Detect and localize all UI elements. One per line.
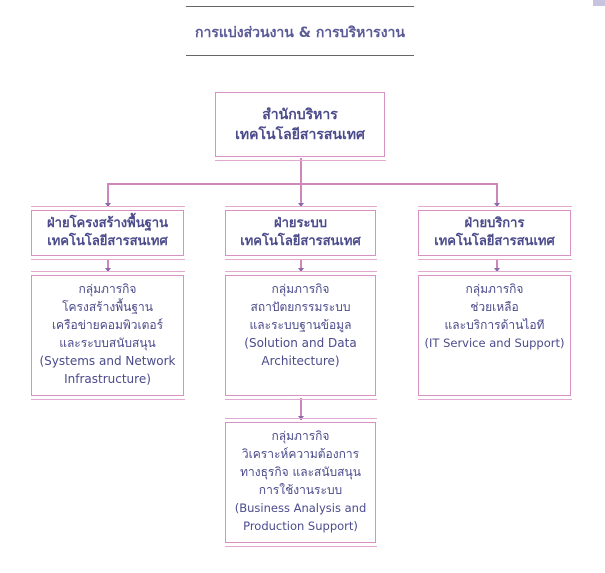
group-line: กลุ่มภารกิจ xyxy=(465,282,524,296)
group-line: ทางธุรกิจ และสนับสนุน xyxy=(240,465,361,479)
group-box-systems-network: กลุ่มภารกิจ โครงสร้างพื้นฐาน เครือข่ายคอ… xyxy=(30,271,185,400)
arrow-icon xyxy=(298,203,304,207)
group-line: กลุ่มภารกิจ xyxy=(271,429,330,443)
dept-line: เทคโนโลยีสารสนเทศ xyxy=(240,234,361,249)
root-box-it-office: สำนักบริหาร เทคโนโลยีสารสนเทศ xyxy=(214,92,386,161)
group-line: และระบบฐานข้อมูล xyxy=(249,318,352,332)
connector-horizontal xyxy=(107,183,497,185)
connector-group-4 xyxy=(300,398,302,420)
arrow-icon xyxy=(105,268,111,272)
connector-group-2 xyxy=(300,259,302,272)
dept-box-services: ฝ่ายบริการ เทคโนโลยีสารสนเทศ xyxy=(417,206,572,260)
group-line: Architecture) xyxy=(261,354,340,368)
group-line: สถาปัตยกรรมระบบ xyxy=(250,300,351,314)
connector-group-1 xyxy=(107,259,109,272)
group-line: และบริการด้านไอที xyxy=(444,318,545,332)
dept-box-systems: ฝ่ายระบบ เทคโนโลยีสารสนเทศ xyxy=(224,206,377,260)
group-line: (Business Analysis and xyxy=(234,501,367,515)
group-line: วิเคราะห์ความต้องการ xyxy=(241,447,360,461)
title-rule-top xyxy=(186,6,414,7)
group-line: ช่วยเหลือ xyxy=(470,300,519,314)
group-line: กลุ่มภารกิจ xyxy=(78,282,137,296)
arrow-icon xyxy=(494,268,500,272)
connector-dept-3 xyxy=(496,183,498,207)
dept-line: เทคโนโลยีสารสนเทศ xyxy=(47,234,168,249)
page-title: การแบ่งส่วนงาน & การบริหารงาน xyxy=(195,25,405,41)
group-line: โครงสร้างพื้นฐาน xyxy=(62,300,153,314)
group-line: (Solution and Data xyxy=(244,336,357,350)
group-line: และระบบสนับสนุน xyxy=(59,336,156,350)
connector-group-3 xyxy=(496,259,498,272)
dept-line: ฝ่ายระบบ xyxy=(273,216,327,231)
title-rule-bottom xyxy=(186,55,414,56)
group-line: เครือข่ายคอมพิวเตอร์ xyxy=(51,318,164,332)
group-line: (Systems and Network xyxy=(39,354,176,368)
group-line: การใช้งานระบบ xyxy=(258,483,343,497)
dept-line: ฝ่ายบริการ xyxy=(464,216,525,231)
arrow-icon xyxy=(298,268,304,272)
group-line: (IT Service and Support) xyxy=(424,336,565,350)
root-line: เทคโนโลยีสารสนเทศ xyxy=(235,126,365,143)
arrow-icon xyxy=(494,203,500,207)
group-box-it-service: กลุ่มภารกิจ ช่วยเหลือ และบริการด้านไอที … xyxy=(417,271,572,400)
group-box-solution-data: กลุ่มภารกิจ สถาปัตยกรรมระบบ และระบบฐานข้… xyxy=(224,271,377,400)
group-line: Infrastructure) xyxy=(64,372,151,386)
scrollbar-thumb[interactable] xyxy=(593,0,605,6)
dept-box-infrastructure: ฝ่ายโครงสร้างพื้นฐาน เทคโนโลยีสารสนเทศ xyxy=(30,206,185,260)
connector-root xyxy=(300,158,302,207)
arrow-icon xyxy=(105,203,111,207)
dept-line: ฝ่ายโครงสร้างพื้นฐาน xyxy=(47,216,168,231)
group-box-business-analysis: กลุ่มภารกิจ วิเคราะห์ความต้องการ ทางธุรก… xyxy=(224,418,377,547)
group-line: Production Support) xyxy=(243,519,358,533)
group-line: กลุ่มภารกิจ xyxy=(271,282,330,296)
root-line: สำนักบริหาร xyxy=(262,106,338,123)
connector-dept-1 xyxy=(107,183,109,207)
dept-line: เทคโนโลยีสารสนเทศ xyxy=(434,234,555,249)
